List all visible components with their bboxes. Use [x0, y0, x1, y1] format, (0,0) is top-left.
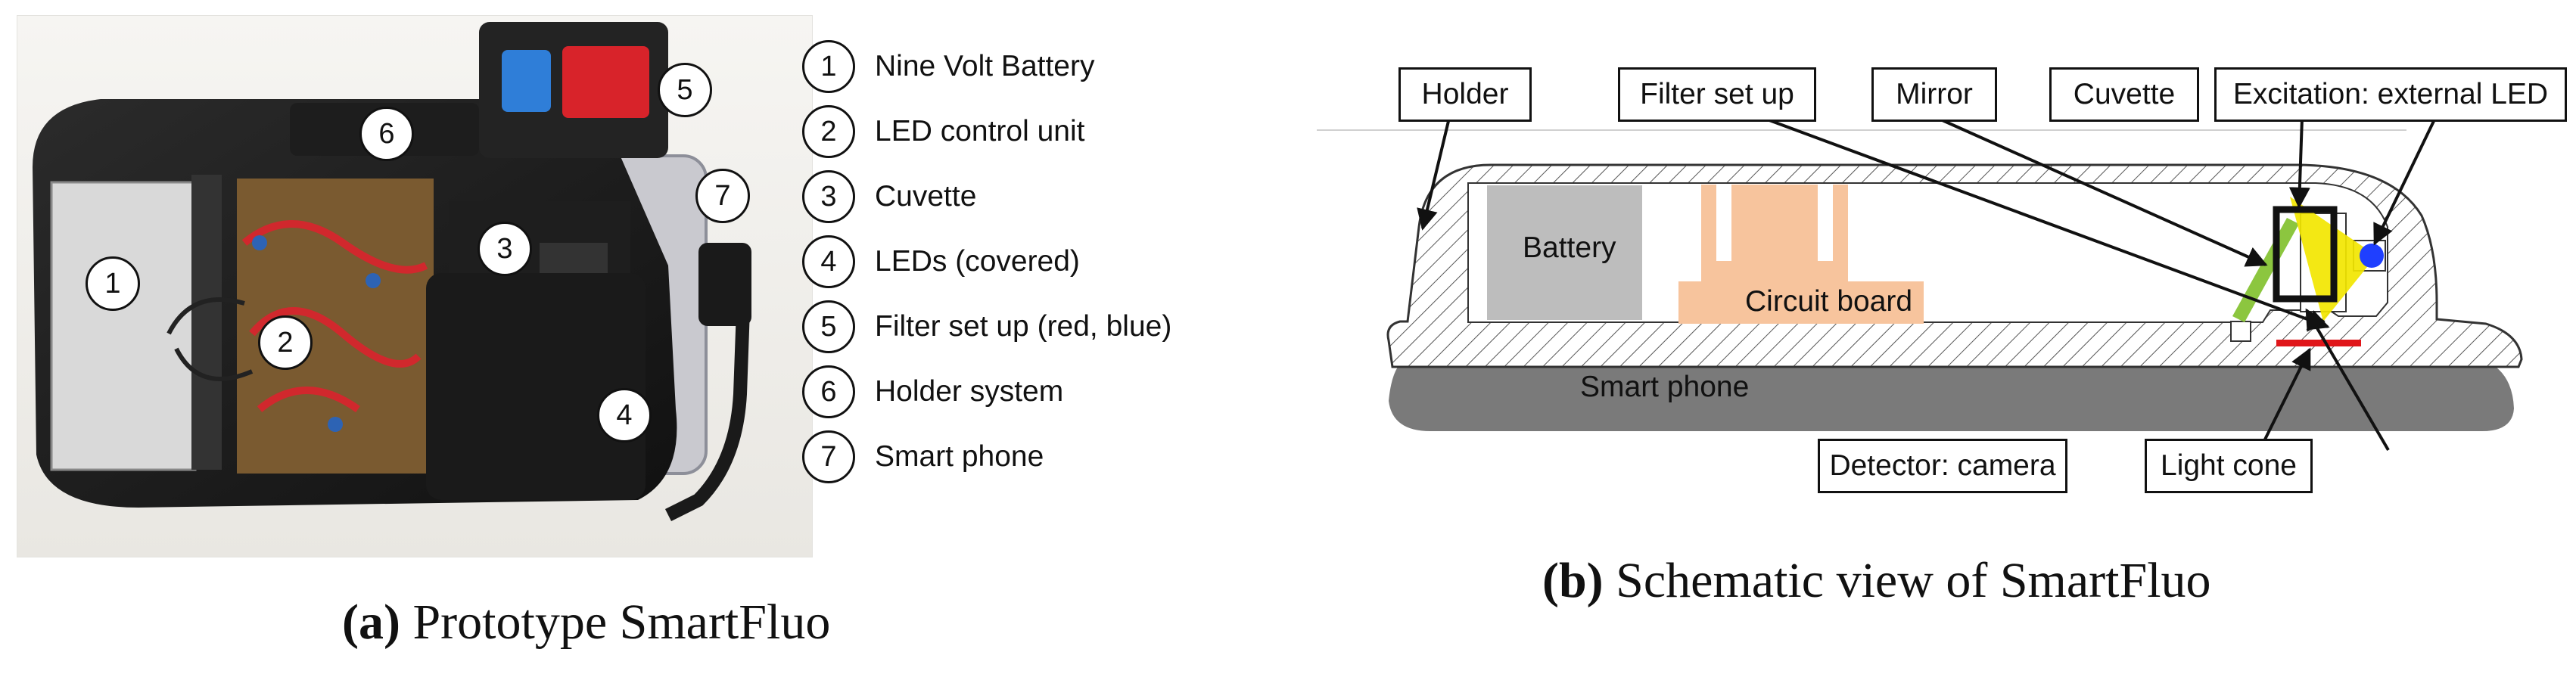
photo-callout-5: 5 — [658, 63, 712, 117]
caption-b-text: Schematic view of SmartFluo — [1603, 553, 2211, 608]
legend-item: 2 LED control unit — [802, 104, 1084, 159]
circuit-board-label: Circuit board — [1745, 285, 1913, 318]
caption-a-text: Prototype SmartFluo — [400, 595, 831, 650]
excitation-led-label: Excitation: external LED — [2214, 67, 2567, 122]
photo-callout-7: 7 — [695, 169, 750, 223]
legend-number: 7 — [802, 430, 855, 483]
legend-label: LEDs (covered) — [875, 245, 1080, 278]
leader-light-cone — [2305, 308, 2390, 452]
legend-item: 7 Smart phone — [802, 430, 1044, 484]
legend-label: Cuvette — [875, 180, 977, 213]
legend-label: LED control unit — [875, 115, 1085, 148]
legend-number: 1 — [802, 40, 855, 93]
light-cone-label: Light cone — [2145, 439, 2313, 493]
caption-a-letter: (a) — [342, 595, 400, 650]
leader-holder — [1417, 117, 1451, 231]
photo-callout-1: 1 — [86, 256, 140, 311]
prototype-photo: 1 2 3 4 5 6 7 — [17, 15, 813, 557]
detector-camera-label: Detector: camera — [1818, 439, 2067, 493]
caption-b: (b) Schematic view of SmartFluo — [1542, 552, 2211, 610]
photo-callout-6: 6 — [359, 107, 414, 161]
legend-item: 6 Holder system — [802, 365, 1063, 419]
filter-setup-label: Filter set up — [1618, 67, 1816, 122]
leader-detector — [2258, 347, 2311, 451]
legend-number: 5 — [802, 300, 855, 353]
cuvette-label: Cuvette — [2049, 67, 2199, 122]
legend-number: 4 — [802, 235, 855, 288]
legend-number: 6 — [802, 365, 855, 418]
legend-label: Smart phone — [875, 440, 1044, 473]
legend-item: 4 LEDs (covered) — [802, 234, 1080, 289]
legend-item: 1 Nine Volt Battery — [802, 39, 1094, 94]
photo-callout-2: 2 — [258, 315, 313, 370]
mirror-label: Mirror — [1871, 67, 1997, 122]
leader-filter — [1762, 116, 2330, 331]
photo-callout-3: 3 — [478, 222, 532, 276]
legend-number: 3 — [802, 170, 855, 223]
legend-label: Filter set up (red, blue) — [875, 310, 1172, 343]
legend-label: Nine Volt Battery — [875, 50, 1095, 82]
legend-item: 5 Filter set up (red, blue) — [802, 300, 1171, 354]
battery-label: Battery — [1523, 231, 1616, 264]
holder-label: Holder — [1398, 67, 1532, 122]
caption-a: (a) Prototype SmartFluo — [342, 594, 830, 651]
schematic-drawing — [1317, 116, 2523, 452]
legend-label: Holder system — [875, 375, 1064, 408]
leader-cuvette — [2288, 117, 2310, 209]
legend-number: 2 — [802, 105, 855, 158]
schematic-diagram: Battery Circuit board Smart phone Holder… — [1317, 53, 2576, 552]
legend-item: 3 Cuvette — [802, 169, 976, 224]
leader-mirror — [1937, 116, 2268, 267]
photo-callout-4: 4 — [597, 388, 652, 443]
caption-b-letter: (b) — [1542, 553, 1604, 608]
leader-excitation — [2373, 117, 2437, 246]
smart-phone-label: Smart phone — [1580, 371, 1750, 403]
